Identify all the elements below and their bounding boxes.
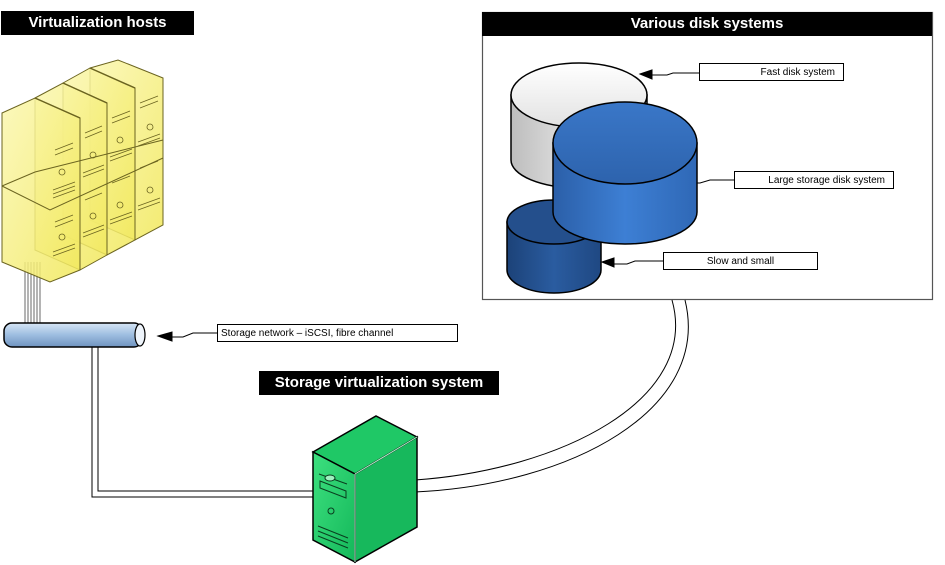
fast-disk-arrow (650, 72, 700, 76)
hosts-title: Virtualization hosts (1, 11, 194, 35)
storage-virtualization-title: Storage virtualization system (259, 371, 499, 395)
large-disk-callout: Large storage disk system (734, 171, 894, 189)
slow-disk-arrow (612, 260, 663, 265)
disks-title: Various disk systems (482, 12, 932, 36)
network-callout: Storage network – iSCSI, fibre channel (217, 324, 458, 342)
storage-virtualization-server-icon (311, 415, 419, 564)
fast-disk-callout: Fast disk system (699, 63, 844, 81)
storage-network-pipe-icon (3, 322, 146, 348)
disk-to-server-cable (414, 299, 689, 493)
slow-disk-callout: Slow and small (663, 252, 818, 270)
virtualization-hosts-icon (1, 59, 164, 283)
large-disk-icon (552, 101, 698, 245)
callout-arrows (156, 69, 735, 342)
large-disk-arrow (697, 179, 735, 184)
network-arrow (170, 332, 218, 338)
network-to-server-cable (91, 345, 315, 498)
